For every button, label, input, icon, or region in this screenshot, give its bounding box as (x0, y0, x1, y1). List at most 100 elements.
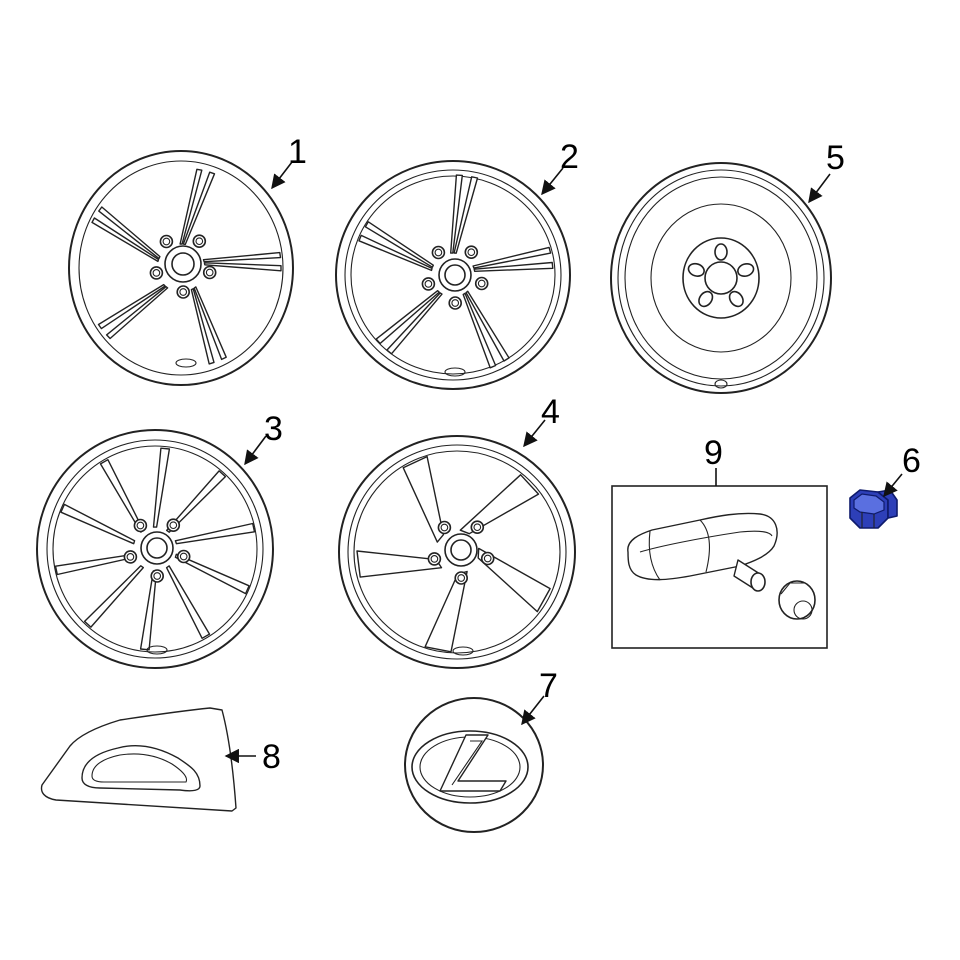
lug-hole (149, 266, 164, 280)
lug-hole (427, 552, 442, 566)
wheel-spoke (97, 283, 166, 330)
wheel-spoke (60, 503, 136, 545)
lug-hole (202, 265, 217, 280)
lug-hole-inner (430, 555, 439, 563)
wheel-spoke (165, 565, 211, 639)
lug-hole (150, 569, 165, 583)
lug-hole (431, 245, 446, 260)
lug-slot (698, 290, 714, 308)
wheel-part-2[interactable] (335, 160, 571, 390)
lug-hole (464, 245, 479, 260)
wheel-spoke (375, 290, 440, 345)
leader-5 (808, 173, 831, 204)
lug-hole (192, 234, 207, 249)
wheel-spoke (465, 290, 510, 362)
lug-hole-inner (451, 299, 460, 307)
lug-slot (714, 243, 728, 261)
lug-hole (123, 550, 138, 564)
callout-5: 5 (826, 139, 845, 177)
lug-hole (159, 234, 174, 249)
lug-hole-inner (152, 269, 161, 277)
wheel-spoke (190, 288, 215, 365)
wheel-spoke (105, 286, 169, 340)
lug-hole (448, 296, 463, 310)
wheel-spoke (179, 168, 203, 245)
wheel-spoke (182, 171, 216, 246)
wheel-spoke (450, 174, 463, 254)
lug-hole (474, 276, 489, 291)
center-cap-part-7[interactable] (404, 697, 544, 833)
lug-slot (687, 262, 705, 277)
wheel-spoke (174, 553, 250, 595)
lug-hole (454, 571, 468, 585)
wheel-spoke (473, 261, 554, 272)
wheel-spoke (203, 262, 282, 272)
lug-hole-inner (424, 280, 433, 288)
leader-3 (244, 435, 267, 466)
wheel-spoke (364, 221, 434, 268)
callout-4: 4 (541, 393, 560, 431)
wheel-part-3[interactable] (36, 429, 274, 669)
leader-4 (523, 419, 546, 448)
lug-hole-inner (169, 521, 178, 530)
wheel-spoke (462, 292, 497, 369)
lug-hole-inner (473, 523, 482, 532)
leader-7 (521, 695, 545, 726)
lug-hole-inner (434, 248, 443, 257)
wheel-spoke (459, 474, 540, 535)
lug-hole-inner (205, 268, 214, 277)
callout-3: 3 (264, 410, 283, 448)
lug-nut-part-6[interactable] (849, 489, 898, 529)
lug-hole (176, 285, 191, 299)
wheel-spoke (453, 176, 479, 254)
lug-hole (480, 551, 495, 566)
wheel-spoke (98, 206, 161, 260)
spare-wheel-part-5[interactable] (610, 162, 832, 394)
wheel-spoke (477, 547, 551, 613)
leader-1 (271, 161, 293, 190)
wheel-spoke (386, 292, 443, 355)
lug-hole-inner (440, 523, 449, 532)
tpms-sensor-part-9[interactable] (611, 485, 828, 649)
lug-hole (421, 277, 436, 291)
wheel-spoke (91, 217, 160, 263)
wheel-spoke (358, 234, 433, 272)
lug-hole-inner (126, 553, 135, 561)
wheel-spoke (152, 447, 171, 528)
lug-hole-inner (162, 237, 171, 246)
lug-hole-inner (467, 248, 476, 257)
lug-hole-inner (477, 279, 486, 288)
callout-7: 7 (539, 667, 558, 705)
lug-hole-inner (179, 552, 188, 561)
wheel-spoke (174, 522, 256, 545)
lug-hole-inner (483, 554, 492, 563)
lug-hole (176, 549, 191, 564)
callout-9: 9 (704, 434, 723, 472)
lug-hole-inner (136, 521, 145, 530)
wheel-spoke (402, 455, 445, 543)
lug-hole-inner (153, 572, 162, 580)
lug-hole-inner (457, 574, 466, 582)
lug-hole-inner (179, 288, 188, 296)
leader-6 (883, 473, 903, 498)
lug-hole-inner (195, 237, 204, 246)
lug-hole (133, 518, 148, 533)
wheel-spoke (472, 246, 552, 269)
wheel-part-1[interactable] (68, 150, 294, 386)
wheel-spoke (193, 286, 227, 361)
callout-8: 8 (262, 738, 281, 776)
wheel-spoke (83, 565, 144, 628)
lug-hole (437, 520, 452, 535)
lug-slot (728, 290, 744, 308)
lug-hole (166, 518, 181, 533)
callout-labels: 1 2 3 4 5 6 7 8 9 (262, 133, 921, 776)
wheel-part-4[interactable] (338, 435, 576, 669)
callout-2: 2 (560, 138, 579, 176)
wheel-spoke (202, 251, 282, 263)
leader-2 (541, 167, 564, 196)
callout-1: 1 (288, 133, 307, 171)
lug-hole (470, 520, 485, 535)
lug-slot (737, 262, 755, 278)
insert-part-8[interactable] (40, 707, 237, 812)
